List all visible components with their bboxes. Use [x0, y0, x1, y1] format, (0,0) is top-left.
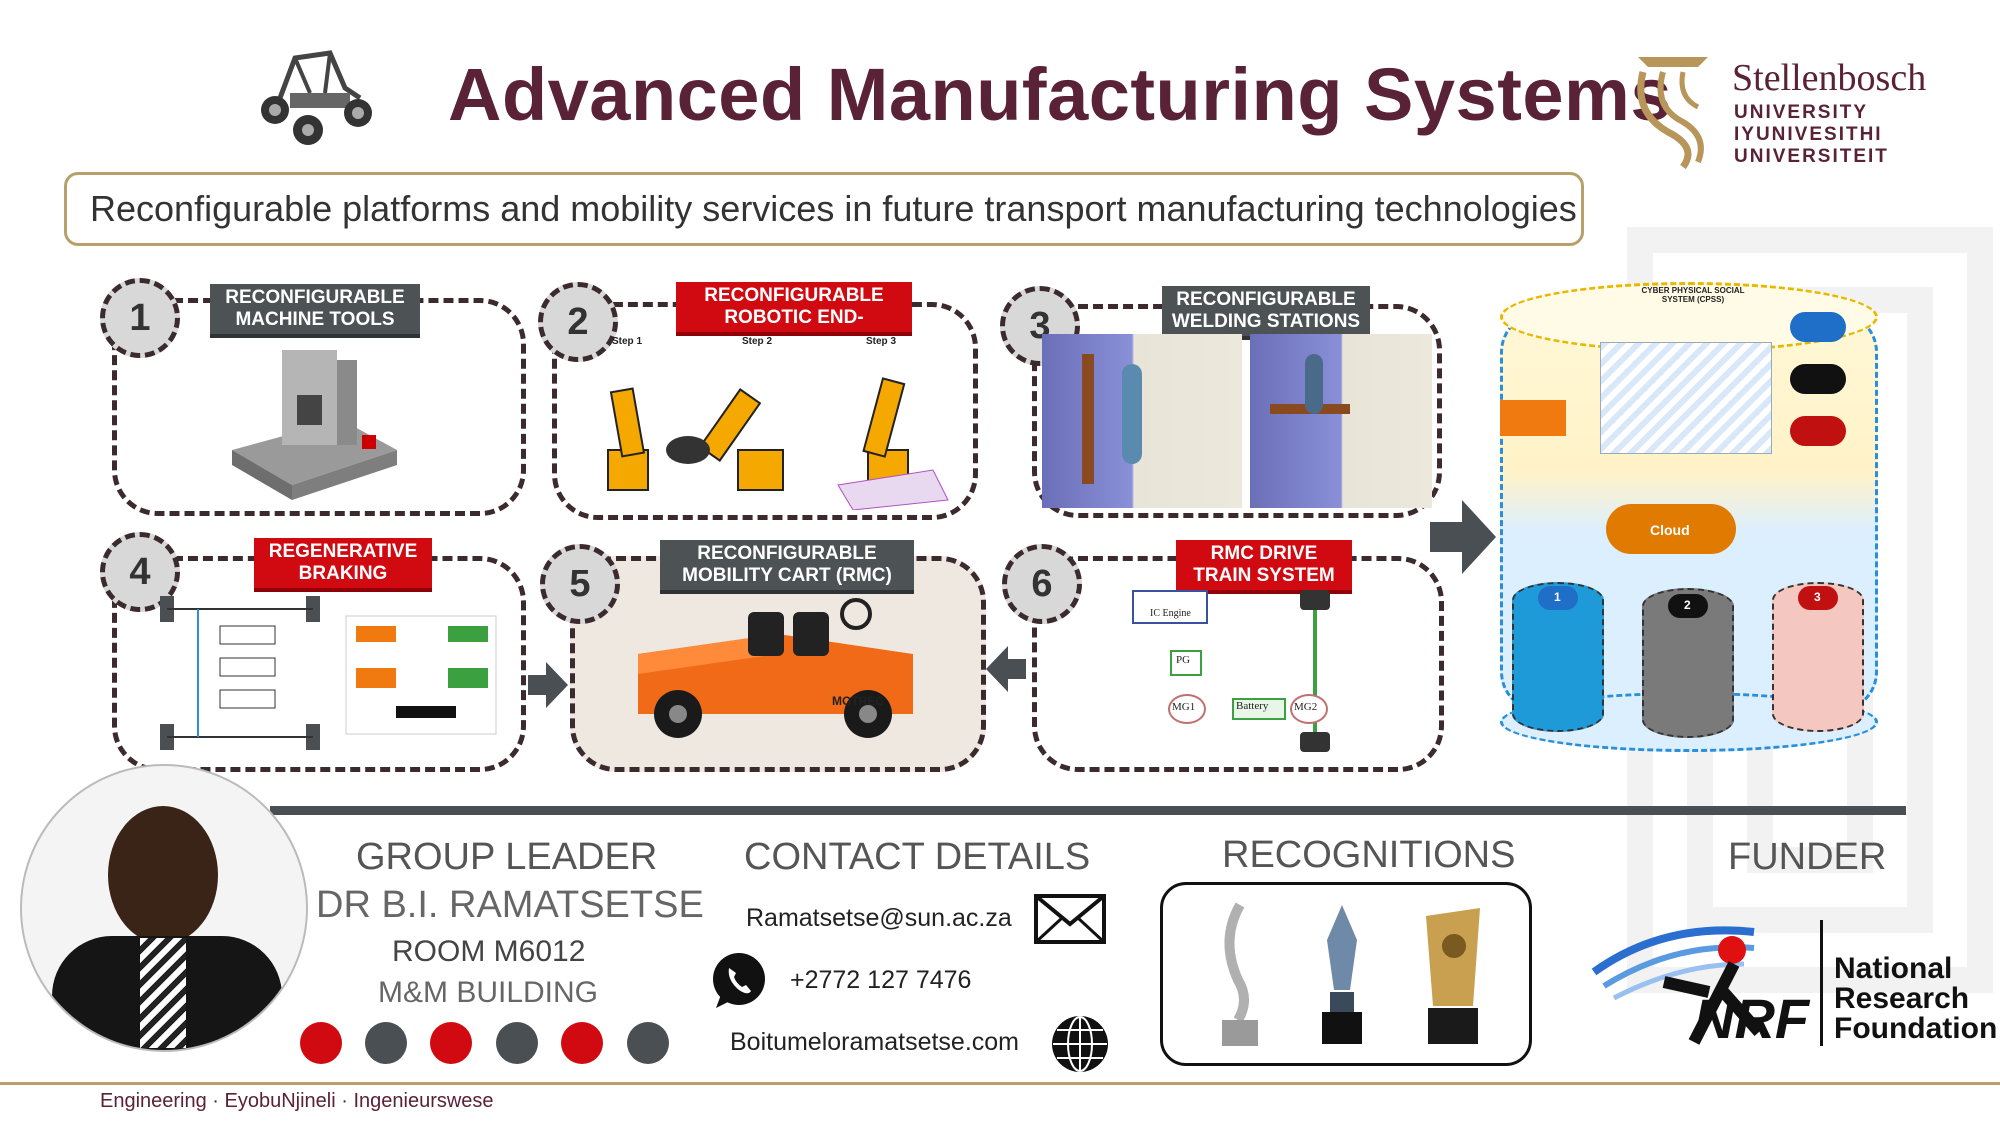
panel-label-drive-train: RMC DRIVE TRAIN SYSTEM	[1176, 540, 1352, 594]
funder-name-3: Foundation	[1834, 1012, 1998, 1045]
cart-brand: MOTREC	[832, 694, 884, 708]
nrf-logo-text: NRF	[1694, 987, 1810, 1050]
funder-name-2: Research	[1834, 982, 1970, 1015]
mg2-label: MG2	[1294, 701, 1318, 713]
decorative-dot	[300, 1022, 342, 1064]
panel-label-welding-stations: RECONFIGURABLE WELDING STATIONS	[1162, 286, 1370, 340]
nrf-logo: NRF National Research Foundation	[1584, 912, 1997, 1052]
pg-label: PG	[1176, 654, 1191, 666]
battery-label: Battery	[1236, 700, 1269, 712]
arrow-left-icon	[986, 646, 1026, 692]
decorative-dot	[561, 1022, 603, 1064]
recognitions-box	[1160, 882, 1532, 1066]
leader-room: ROOM M6012	[392, 935, 586, 968]
subtitle: Reconfigurable platforms and mobility se…	[90, 188, 1577, 229]
trophy-icon	[1426, 908, 1480, 1044]
engine-label: IC Engine	[1150, 608, 1191, 619]
logo-name: Stellenbosch	[1732, 57, 1927, 99]
decorative-dot	[430, 1022, 472, 1064]
decorative-dot	[627, 1022, 669, 1064]
buggy-icon	[250, 38, 380, 148]
cpss-diagram: CYBER PHYSICAL SOCIAL SYSTEM (CPSS) Clou…	[1500, 282, 1878, 770]
arrow-right-large-icon	[1430, 500, 1496, 574]
step-number-6: 6	[1002, 544, 1082, 624]
university-logo: Stellenbosch UNIVERSITY IYUNIVESITHI UNI…	[1628, 52, 1988, 182]
whatsapp-icon	[713, 953, 765, 1008]
globe-icon	[1052, 1016, 1108, 1072]
contact-heading: CONTACT DETAILS	[744, 836, 1091, 878]
decorative-dot	[496, 1022, 538, 1064]
welding-image-2	[1250, 334, 1432, 508]
funder-name-1: National	[1834, 952, 1953, 985]
footer-text: Engineering · EyobuNjineli · Ingenieursw…	[100, 1090, 494, 1112]
footer-divider	[0, 1082, 2000, 1085]
machine-tool-image	[232, 350, 397, 500]
panel-label-mobility-cart: RECONFIGURABLE MOBILITY CART (RMC)	[660, 540, 914, 594]
db-label-1: 1	[1554, 590, 1561, 604]
braking-diagram-image	[160, 596, 497, 750]
recognitions-heading: RECOGNITIONS	[1222, 834, 1516, 876]
leader-building: M&M BUILDING	[378, 976, 599, 1009]
logo-line2: IYUNIVESITHI	[1734, 124, 1883, 145]
contact-email[interactable]: Ramatsetse@sun.ac.za	[746, 904, 1012, 932]
cpss-title: CYBER PHYSICAL SOCIAL SYSTEM (CPSS)	[1641, 286, 1745, 304]
trophy-icon	[1222, 902, 1258, 1046]
mobility-cart-image	[638, 598, 913, 738]
panel-label-robotic-end: RECONFIGURABLE ROBOTIC END-	[676, 282, 912, 336]
subtitle-box	[64, 172, 1584, 246]
step-number-1: 1	[100, 278, 180, 358]
robot-step-2: Step 2	[742, 336, 773, 347]
robot-step-3: Step 3	[866, 336, 897, 347]
leader-name: DR B.I. RAMATSETSE	[316, 884, 704, 926]
group-leader-heading: GROUP LEADER	[356, 836, 658, 878]
step-number-2: 2	[538, 282, 618, 362]
page-title: Advanced Manufacturing Systems	[448, 53, 1672, 136]
db-label-2: 2	[1684, 598, 1691, 612]
logo-line1: UNIVERSITY	[1734, 102, 1869, 123]
envelope-icon	[1034, 894, 1106, 944]
db-label-3: 3	[1814, 590, 1821, 604]
funder-heading: FUNDER	[1728, 836, 1887, 878]
panel-label-regenerative-braking: REGENERATIVE BRAKING	[254, 538, 432, 592]
panel-label-machine-tools: RECONFIGURABLE MACHINE TOOLS	[210, 284, 420, 338]
robotic-arms-image	[607, 377, 949, 510]
avatar	[20, 764, 308, 1052]
robot-step-1: Step 1	[612, 336, 643, 347]
section-divider	[270, 806, 1906, 815]
mg1-label: MG1	[1172, 701, 1196, 713]
welding-image-1	[1042, 334, 1242, 508]
decorative-dot	[365, 1022, 407, 1064]
trophy-icon	[1322, 905, 1362, 1044]
contact-phone[interactable]: +2772 127 7476	[790, 966, 972, 994]
drive-train-diagram: IC Engine PG MG1 Battery MG2	[1128, 590, 1358, 758]
step-number-5: 5	[540, 544, 620, 624]
contact-web[interactable]: Boitumeloramatsetse.com	[730, 1028, 1020, 1056]
step-number-4: 4	[100, 532, 180, 612]
arrow-right-icon	[528, 662, 568, 708]
logo-line3: UNIVERSITEIT	[1734, 146, 1889, 167]
cloud-label: Cloud	[1650, 522, 1690, 538]
